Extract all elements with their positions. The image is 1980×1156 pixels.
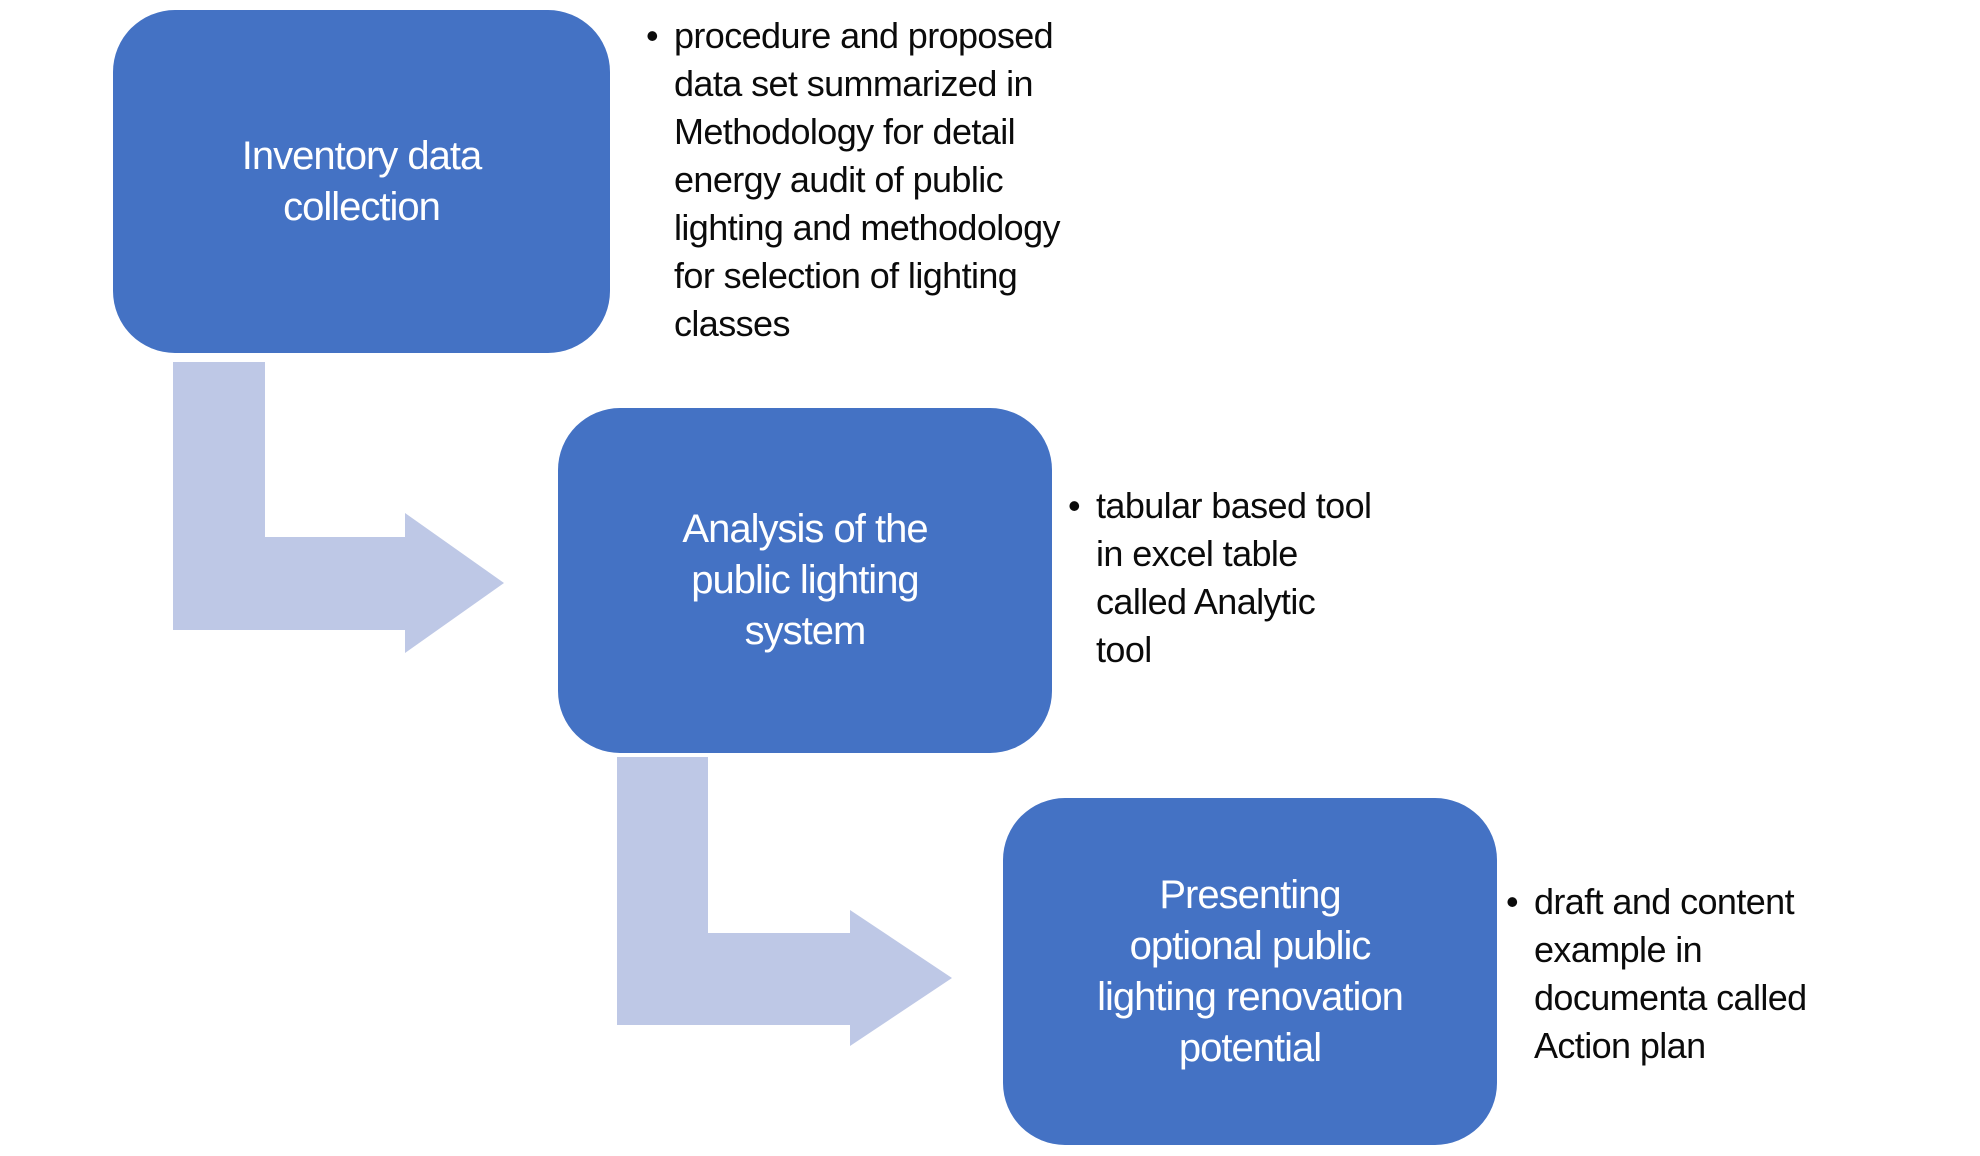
step-note-3: • draft and content example in documenta… [1506, 878, 1886, 1070]
note-line: data set summarized in [674, 63, 1034, 104]
note-line: lighting and methodology [674, 207, 1060, 248]
bent-arrow-down-right-icon [173, 362, 504, 653]
step-title-line: lighting renovation [1097, 974, 1404, 1019]
note-line: draft and content [1534, 881, 1795, 922]
note-line: for selection of lighting [674, 255, 1018, 296]
step-title-line: Analysis of the [682, 507, 928, 551]
step-title-line: Inventory data [241, 133, 482, 178]
step-box-inventory-data-collection: Inventory data collection [113, 10, 610, 353]
bullet-icon: • [646, 15, 659, 56]
step-title: Presenting optional public lighting reno… [1097, 870, 1404, 1074]
note-line: called Analytic [1096, 581, 1316, 622]
step-title-line: collection [283, 184, 441, 229]
step-title-line: public lighting [691, 558, 919, 602]
step-box-presenting-renovation-potential: Presenting optional public lighting reno… [1003, 798, 1497, 1145]
bullet-icon: • [1506, 881, 1519, 922]
bullet-icon: • [1068, 485, 1081, 526]
note-line: Action plan [1534, 1025, 1706, 1066]
note-line: documenta called [1534, 977, 1807, 1018]
note-line: procedure and proposed [674, 15, 1054, 56]
step-note-text: draft and content example in documenta c… [1534, 878, 1807, 1070]
step-note-text: tabular based tool in excel table called… [1096, 482, 1372, 674]
note-line: classes [674, 303, 790, 344]
note-line: in excel table [1096, 533, 1298, 574]
step-note-1: • procedure and proposed data set summar… [646, 12, 1116, 348]
step-title-line: system [744, 609, 867, 653]
step-title-line: Presenting [1159, 872, 1341, 917]
note-line: tabular based tool [1096, 485, 1372, 526]
note-line: example in [1534, 929, 1703, 970]
step-title: Analysis of the public lighting system [682, 504, 928, 657]
note-line: Methodology for detail [674, 111, 1016, 152]
note-line: energy audit of public [674, 159, 1004, 200]
step-box-analysis-public-lighting: Analysis of the public lighting system [558, 408, 1052, 753]
step-title-line: potential [1178, 1025, 1322, 1070]
note-line: tool [1096, 629, 1152, 670]
step-title-line: optional public [1129, 923, 1372, 968]
step-note-2: • tabular based tool in excel table call… [1068, 482, 1428, 674]
bent-arrow-down-right-icon [617, 757, 952, 1046]
step-title: Inventory data collection [242, 131, 482, 233]
step-note-text: procedure and proposed data set summariz… [674, 12, 1060, 348]
